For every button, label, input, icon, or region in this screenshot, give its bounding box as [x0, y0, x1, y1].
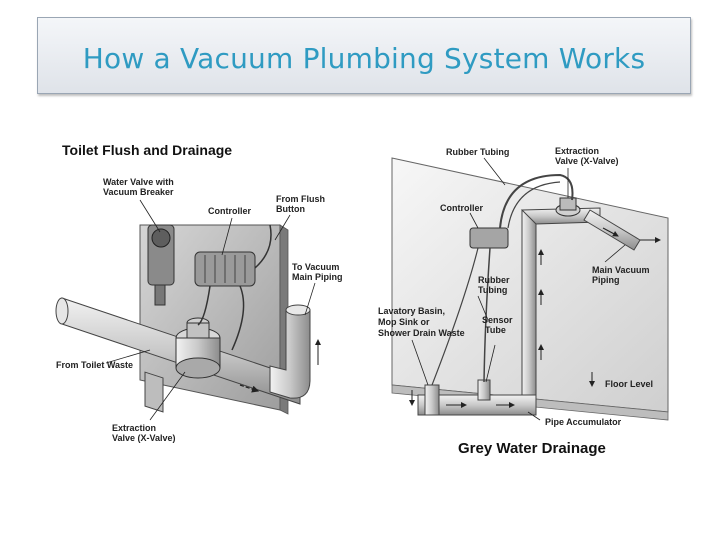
pipe-accumulator — [417, 394, 537, 416]
label-rubber-tubing-2: Tubing — [478, 285, 507, 295]
label-from-flush-2: Button — [276, 204, 305, 214]
main-vacuum-pipe — [583, 209, 641, 251]
label-lavatory: Lavatory Basin, — [378, 306, 445, 316]
pipe-coupling — [144, 371, 164, 413]
x-valve-neck — [186, 322, 210, 339]
label-extraction-right-2: Valve (X-Valve) — [555, 156, 619, 166]
label-extraction-left-2: Valve (X-Valve) — [112, 433, 176, 443]
label-controller-right: Controller — [440, 203, 483, 213]
riser-opening — [285, 304, 311, 316]
label-from-toilet: From Toilet Waste — [56, 360, 133, 370]
label-rubber-tubing-top: Rubber Tubing — [446, 147, 509, 157]
label-sensor-2: Tube — [485, 325, 506, 335]
label-extraction-right: Extraction — [555, 146, 599, 156]
label-extraction-left: Extraction — [112, 423, 156, 433]
water-valve-knob — [151, 228, 171, 248]
label-lavatory-2: Mop Sink or — [378, 317, 430, 327]
label-from-flush: From Flush — [276, 194, 325, 204]
label-floor-level: Floor Level — [605, 379, 653, 389]
label-sensor: Sensor — [482, 315, 513, 325]
sensor-inlet — [477, 379, 491, 401]
label-main-vacuum-2: Piping — [592, 275, 620, 285]
toilet-flush-diagram: Toilet Flush and Drainage — [55, 142, 343, 443]
left-heading: Toilet Flush and Drainage — [62, 142, 232, 158]
right-heading: Grey Water Drainage — [458, 440, 606, 457]
label-lavatory-3: Shower Drain Waste — [378, 328, 465, 338]
controller-right — [469, 227, 509, 249]
pipe-opening — [55, 297, 69, 325]
x-valve-bottom — [175, 357, 221, 379]
water-valve-stem — [154, 284, 166, 306]
label-water-valve-2: Vacuum Breaker — [103, 187, 174, 197]
label-water-valve: Water Valve with — [103, 177, 174, 187]
label-controller-left: Controller — [208, 206, 251, 216]
label-rubber-tubing: Rubber — [478, 275, 510, 285]
riser-pipe — [521, 209, 537, 409]
vacuum-riser-pipe — [269, 309, 311, 399]
title-banner: How a Vacuum Plumbing System Works — [37, 17, 691, 94]
drain-inlet — [424, 384, 440, 416]
label-to-vacuum: To Vacuum — [292, 262, 339, 272]
label-to-vacuum-2: Main Piping — [292, 272, 343, 282]
slide-title: How a Vacuum Plumbing System Works — [82, 42, 646, 75]
label-main-vacuum: Main Vacuum — [592, 265, 650, 275]
grey-water-diagram: Rubber Tubing Extraction Valve (X-Valve)… — [378, 146, 669, 457]
label-pipe-accumulator: Pipe Accumulator — [545, 417, 622, 427]
